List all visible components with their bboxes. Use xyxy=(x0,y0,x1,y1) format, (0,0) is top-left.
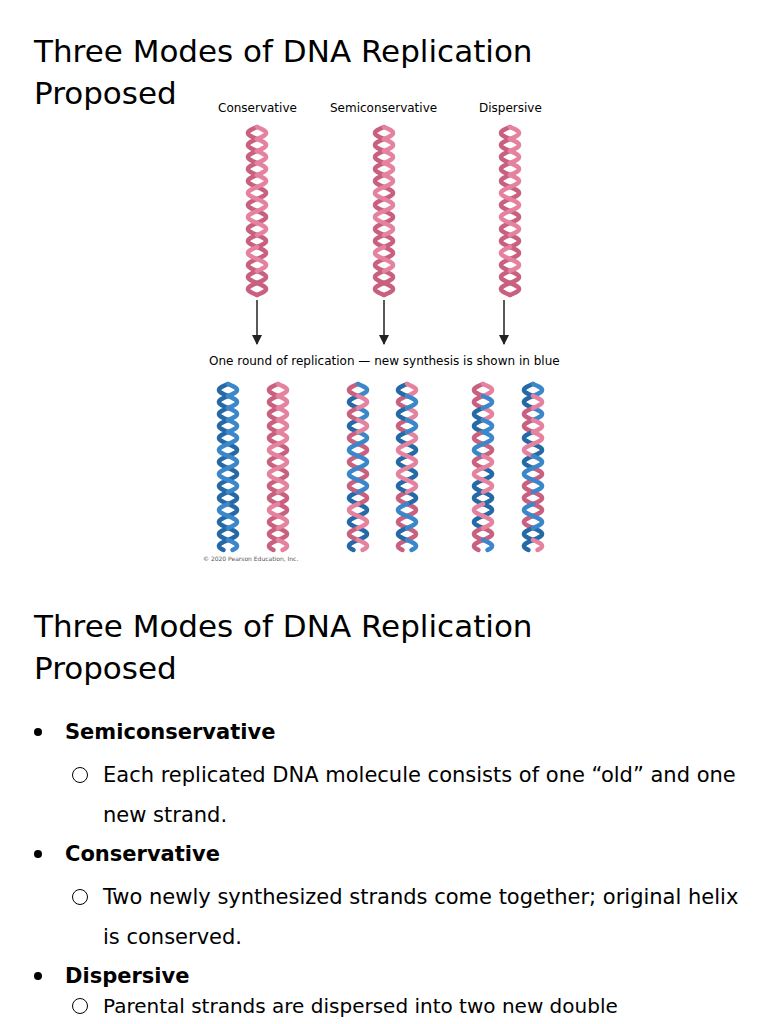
dna-strand xyxy=(384,259,393,271)
dna-helices xyxy=(219,127,542,550)
dna-strand xyxy=(407,540,416,550)
dna-strand xyxy=(358,480,367,492)
dna-strand xyxy=(510,139,519,151)
dna-strand xyxy=(407,420,416,432)
bullet-heading: Semiconservative xyxy=(65,717,665,747)
bullet-heading: Dispersive xyxy=(65,961,665,991)
dna-strand xyxy=(257,259,266,271)
dna-strand xyxy=(278,516,287,528)
dna-strand xyxy=(257,283,266,295)
dna-strand xyxy=(483,420,492,432)
bullet xyxy=(34,972,42,980)
dna-strand xyxy=(483,540,492,550)
dna-strand xyxy=(533,420,542,432)
dna-strand xyxy=(407,516,416,528)
dna-strand xyxy=(483,480,492,492)
dna-strand xyxy=(407,480,416,492)
dna-strand xyxy=(407,396,416,408)
sub-bullet xyxy=(72,767,88,783)
dna-strand xyxy=(510,163,519,175)
dna-strand xyxy=(278,480,287,492)
dna-strand xyxy=(510,259,519,271)
dna-strand xyxy=(257,223,266,235)
dna-strand xyxy=(358,420,367,432)
dna-strand xyxy=(483,516,492,528)
bullet-text: Two newly synthesized strands come toget… xyxy=(103,877,753,957)
dna-strand xyxy=(228,480,237,492)
dna-strand xyxy=(228,540,237,550)
figure-caption: One round of replication — new synthesis… xyxy=(209,354,560,368)
dna-strand xyxy=(384,139,393,151)
dna-strand xyxy=(358,540,367,550)
dna-strand xyxy=(384,223,393,235)
bullet-heading: Conservative xyxy=(65,839,665,869)
dna-strand xyxy=(533,480,542,492)
dna-strand xyxy=(533,396,542,408)
dna-strand xyxy=(483,396,492,408)
dna-strand xyxy=(384,283,393,295)
column-label: Conservative xyxy=(218,101,297,115)
dna-strand xyxy=(533,516,542,528)
sub-bullet xyxy=(72,889,88,905)
dna-strand xyxy=(358,516,367,528)
bullet-text: Parental strands are dispersed into two … xyxy=(103,993,763,1019)
column-label: Semiconservative xyxy=(330,101,437,115)
dna-strand xyxy=(358,396,367,408)
dna-strand xyxy=(228,516,237,528)
dna-strand xyxy=(510,283,519,295)
dna-strand xyxy=(278,420,287,432)
bullet xyxy=(34,850,42,858)
dna-strand xyxy=(510,223,519,235)
dna-strand xyxy=(257,163,266,175)
dna-strand xyxy=(278,396,287,408)
dna-strand xyxy=(228,420,237,432)
dna-strand xyxy=(533,540,542,550)
bullet-text: Each replicated DNA molecule consists of… xyxy=(103,755,753,835)
copyright-note: © 2020 Pearson Education, Inc. xyxy=(203,555,298,562)
replication-arrows xyxy=(257,300,504,344)
sub-bullet xyxy=(72,998,88,1014)
bullet xyxy=(34,728,42,736)
dna-strand xyxy=(278,540,287,550)
dna-strand xyxy=(228,396,237,408)
dna-strand xyxy=(384,163,393,175)
section-heading: Three Modes of DNA Replication Proposed xyxy=(34,605,654,689)
dna-strand xyxy=(257,139,266,151)
column-label: Dispersive xyxy=(479,101,542,115)
